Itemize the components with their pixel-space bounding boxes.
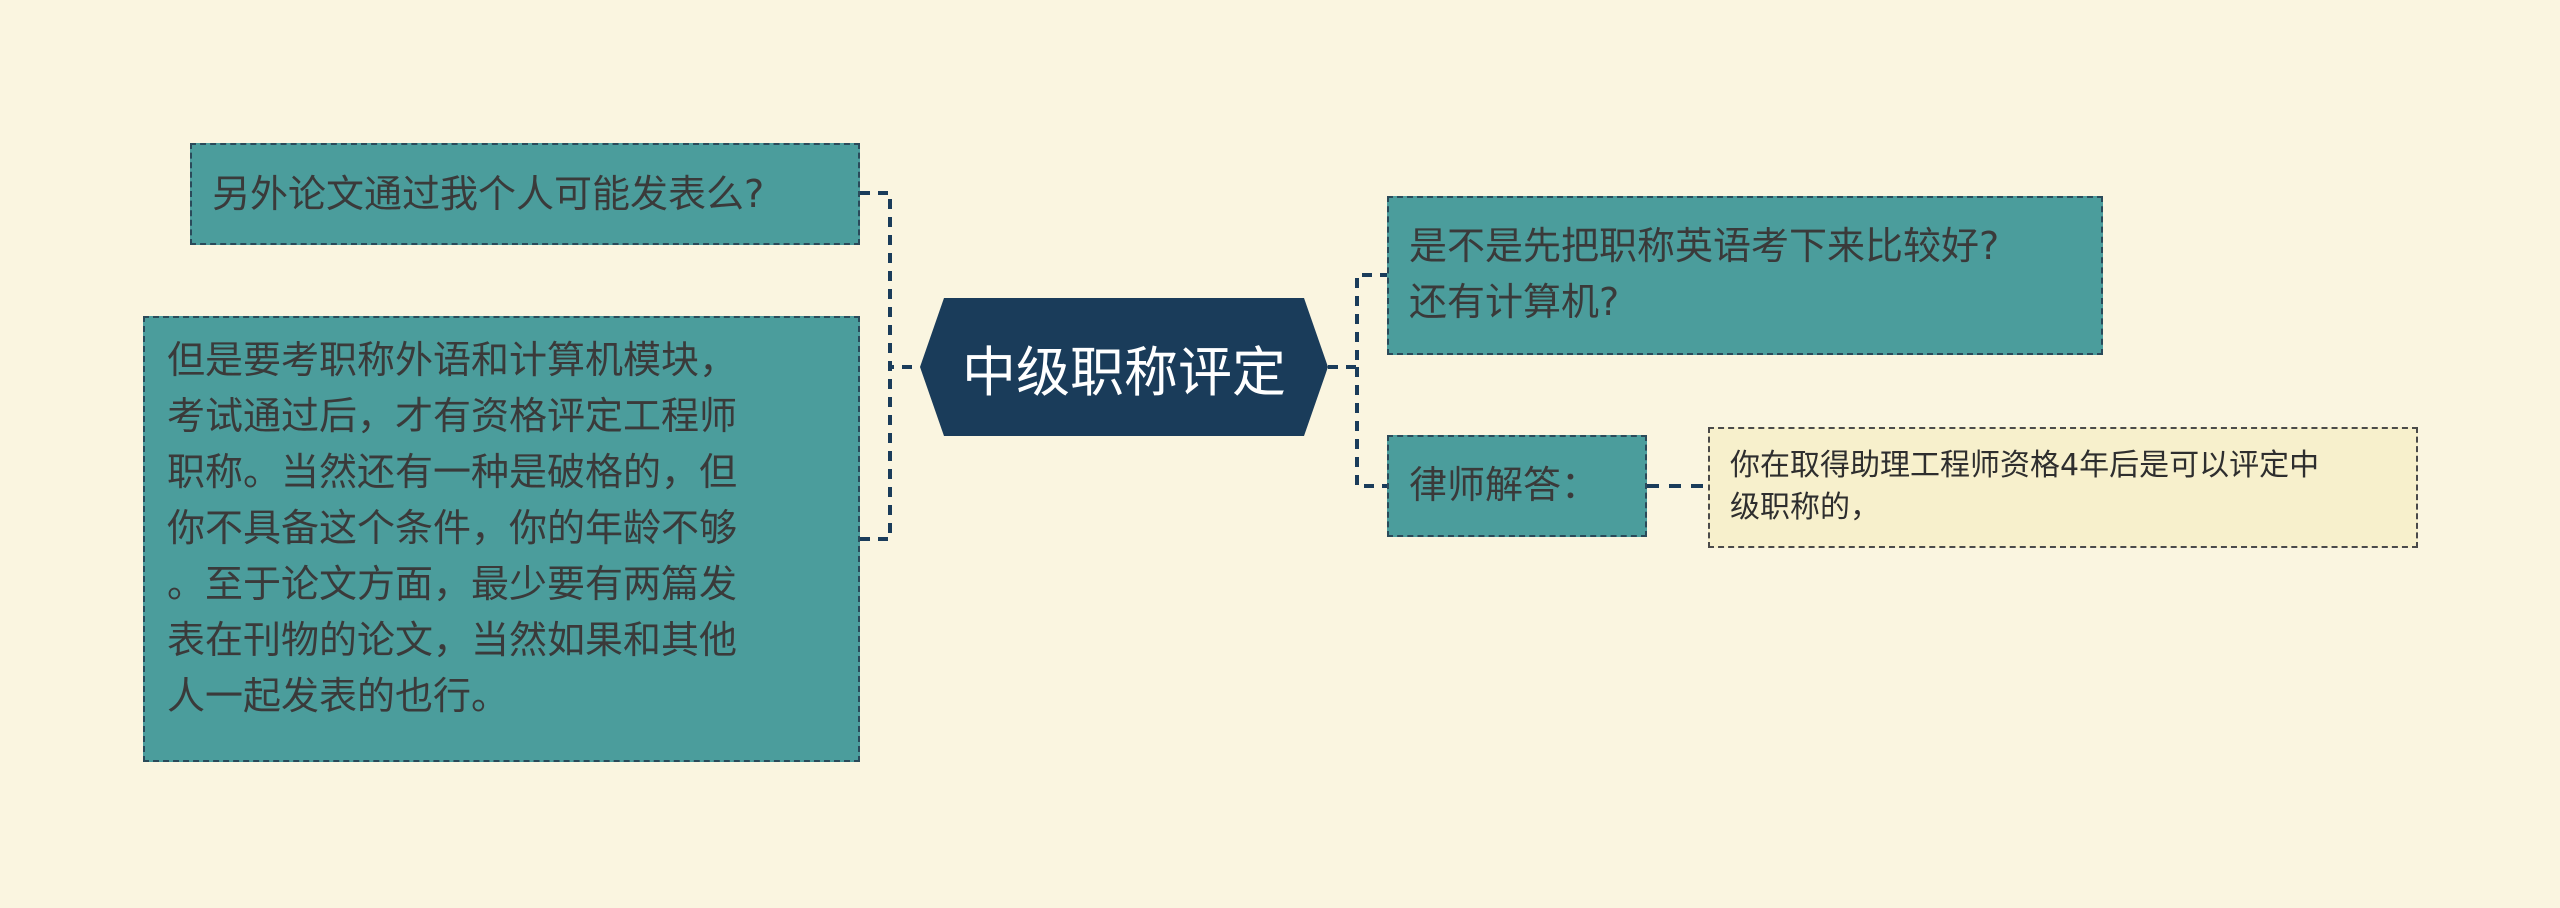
left-node-explanation-text: 但是要考职称外语和计算机模块， 考试通过后，才有资格评定工程师 职称。当然还有一…: [167, 338, 738, 718]
central-node: 中级职称评定: [920, 298, 1328, 436]
left-node-explanation: 但是要考职称外语和计算机模块， 考试通过后，才有资格评定工程师 职称。当然还有一…: [143, 316, 860, 762]
connector-left-bottom: [860, 367, 892, 541]
right-node-question-english: 是不是先把职称英语考下来比较好? 还有计算机?: [1387, 196, 2103, 355]
right-node-lawyer-answer: 律师解答：: [1387, 435, 1647, 537]
left-node-question-paper-text: 另外论文通过我个人可能发表么?: [212, 172, 765, 216]
answer-node-text: 你在取得助理工程师资格4年后是可以评定中 级职称的，: [1730, 448, 2320, 525]
connector-right-lawyer: [1355, 367, 1387, 488]
connector-left-top: [860, 191, 920, 369]
connector-right-top: [1328, 273, 1387, 369]
central-node-label: 中级职称评定: [962, 340, 1286, 404]
answer-node: 你在取得助理工程师资格4年后是可以评定中 级职称的，: [1708, 427, 2418, 548]
right-node-lawyer-answer-text: 律师解答：: [1409, 463, 1600, 507]
central-node-shape: [920, 298, 1328, 436]
right-node-question-english-text: 是不是先把职称英语考下来比较好? 还有计算机?: [1409, 224, 2000, 324]
left-node-question-paper: 另外论文通过我个人可能发表么?: [190, 143, 860, 245]
